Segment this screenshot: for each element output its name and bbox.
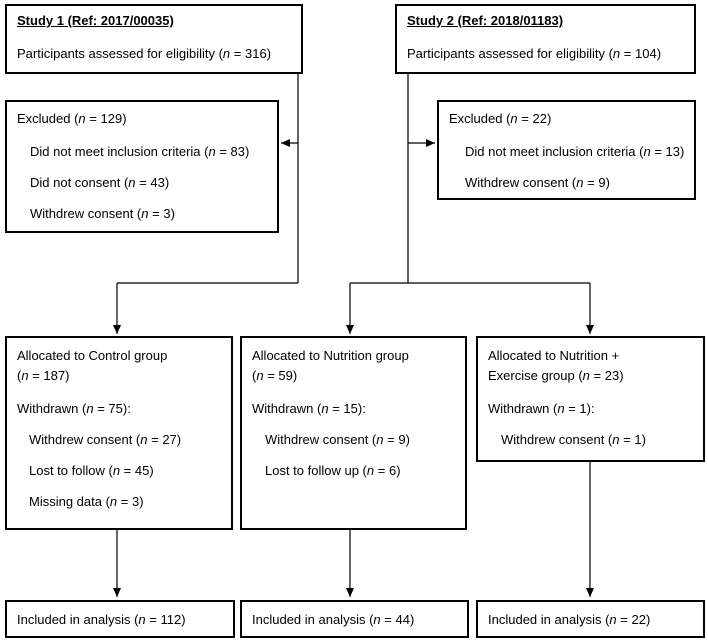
group-withdrawn-item: Withdrew consent (n = 9) xyxy=(265,432,410,447)
nutrition-exercise-included-box: Included in analysis (n = 22) xyxy=(476,600,705,638)
group-withdrawn: Withdrawn (n = 1): xyxy=(488,401,595,416)
group-withdrawn: Withdrawn (n = 15): xyxy=(252,401,366,416)
group-n: (n = 187) xyxy=(17,368,70,383)
included-text: Included in analysis (n = 44) xyxy=(252,612,415,627)
nutrition-included-box: Included in analysis (n = 44) xyxy=(240,600,469,638)
study1-assessed-box: Study 1 (Ref: 2017/00035) Participants a… xyxy=(5,4,303,74)
study1-excluded-header: Excluded (n = 129) xyxy=(17,111,127,126)
control-included-box: Included in analysis (n = 112) xyxy=(5,600,235,638)
control-group-box: Allocated to Control group (n = 187) Wit… xyxy=(5,336,233,530)
included-text: Included in analysis (n = 22) xyxy=(488,612,651,627)
group-title: Allocated to Nutrition + xyxy=(488,348,620,363)
study2-excluded-header: Excluded (n = 22) xyxy=(449,111,552,126)
group-withdrawn-item: Lost to follow (n = 45) xyxy=(29,463,154,478)
group-title: Allocated to Nutrition group xyxy=(252,348,409,363)
study1-title: Study 1 (Ref: 2017/00035) xyxy=(17,13,174,28)
group-withdrawn: Withdrawn (n = 75): xyxy=(17,401,131,416)
study1-assessed-text: Participants assessed for eligibility (n… xyxy=(17,46,272,61)
study2-excluded-item: Withdrew consent (n = 9) xyxy=(465,175,610,190)
study2-assessed-text: Participants assessed for eligibility (n… xyxy=(407,46,662,61)
group-withdrawn-item: Withdrew consent (n = 27) xyxy=(29,432,182,447)
study1-excluded-item: Did not consent (n = 43) xyxy=(30,175,170,190)
group-n: Exercise group (n = 23) xyxy=(488,368,624,383)
group-n: (n = 59) xyxy=(252,368,298,383)
study1-excluded-item: Withdrew consent (n = 3) xyxy=(30,206,175,221)
group-withdrawn-item: Lost to follow up (n = 6) xyxy=(265,463,401,478)
nutrition-exercise-group-box: Allocated to Nutrition + Exercise group … xyxy=(476,336,705,462)
included-text: Included in analysis (n = 112) xyxy=(17,612,186,627)
study2-excluded-item: Did not meet inclusion criteria (n = 13) xyxy=(465,144,685,159)
group-withdrawn-item: Missing data (n = 3) xyxy=(29,494,144,509)
study2-excluded-box: Excluded (n = 22) Did not meet inclusion… xyxy=(437,100,696,200)
study1-excluded-item: Did not meet inclusion criteria (n = 83) xyxy=(30,144,250,159)
study2-assessed-box: Study 2 (Ref: 2018/01183) Participants a… xyxy=(395,4,696,74)
group-title: Allocated to Control group xyxy=(17,348,168,363)
study2-title: Study 2 (Ref: 2018/01183) xyxy=(407,13,564,28)
nutrition-group-box: Allocated to Nutrition group (n = 59) Wi… xyxy=(240,336,467,530)
group-withdrawn-item: Withdrew consent (n = 1) xyxy=(501,432,646,447)
study1-excluded-box: Excluded (n = 129) Did not meet inclusio… xyxy=(5,100,279,233)
